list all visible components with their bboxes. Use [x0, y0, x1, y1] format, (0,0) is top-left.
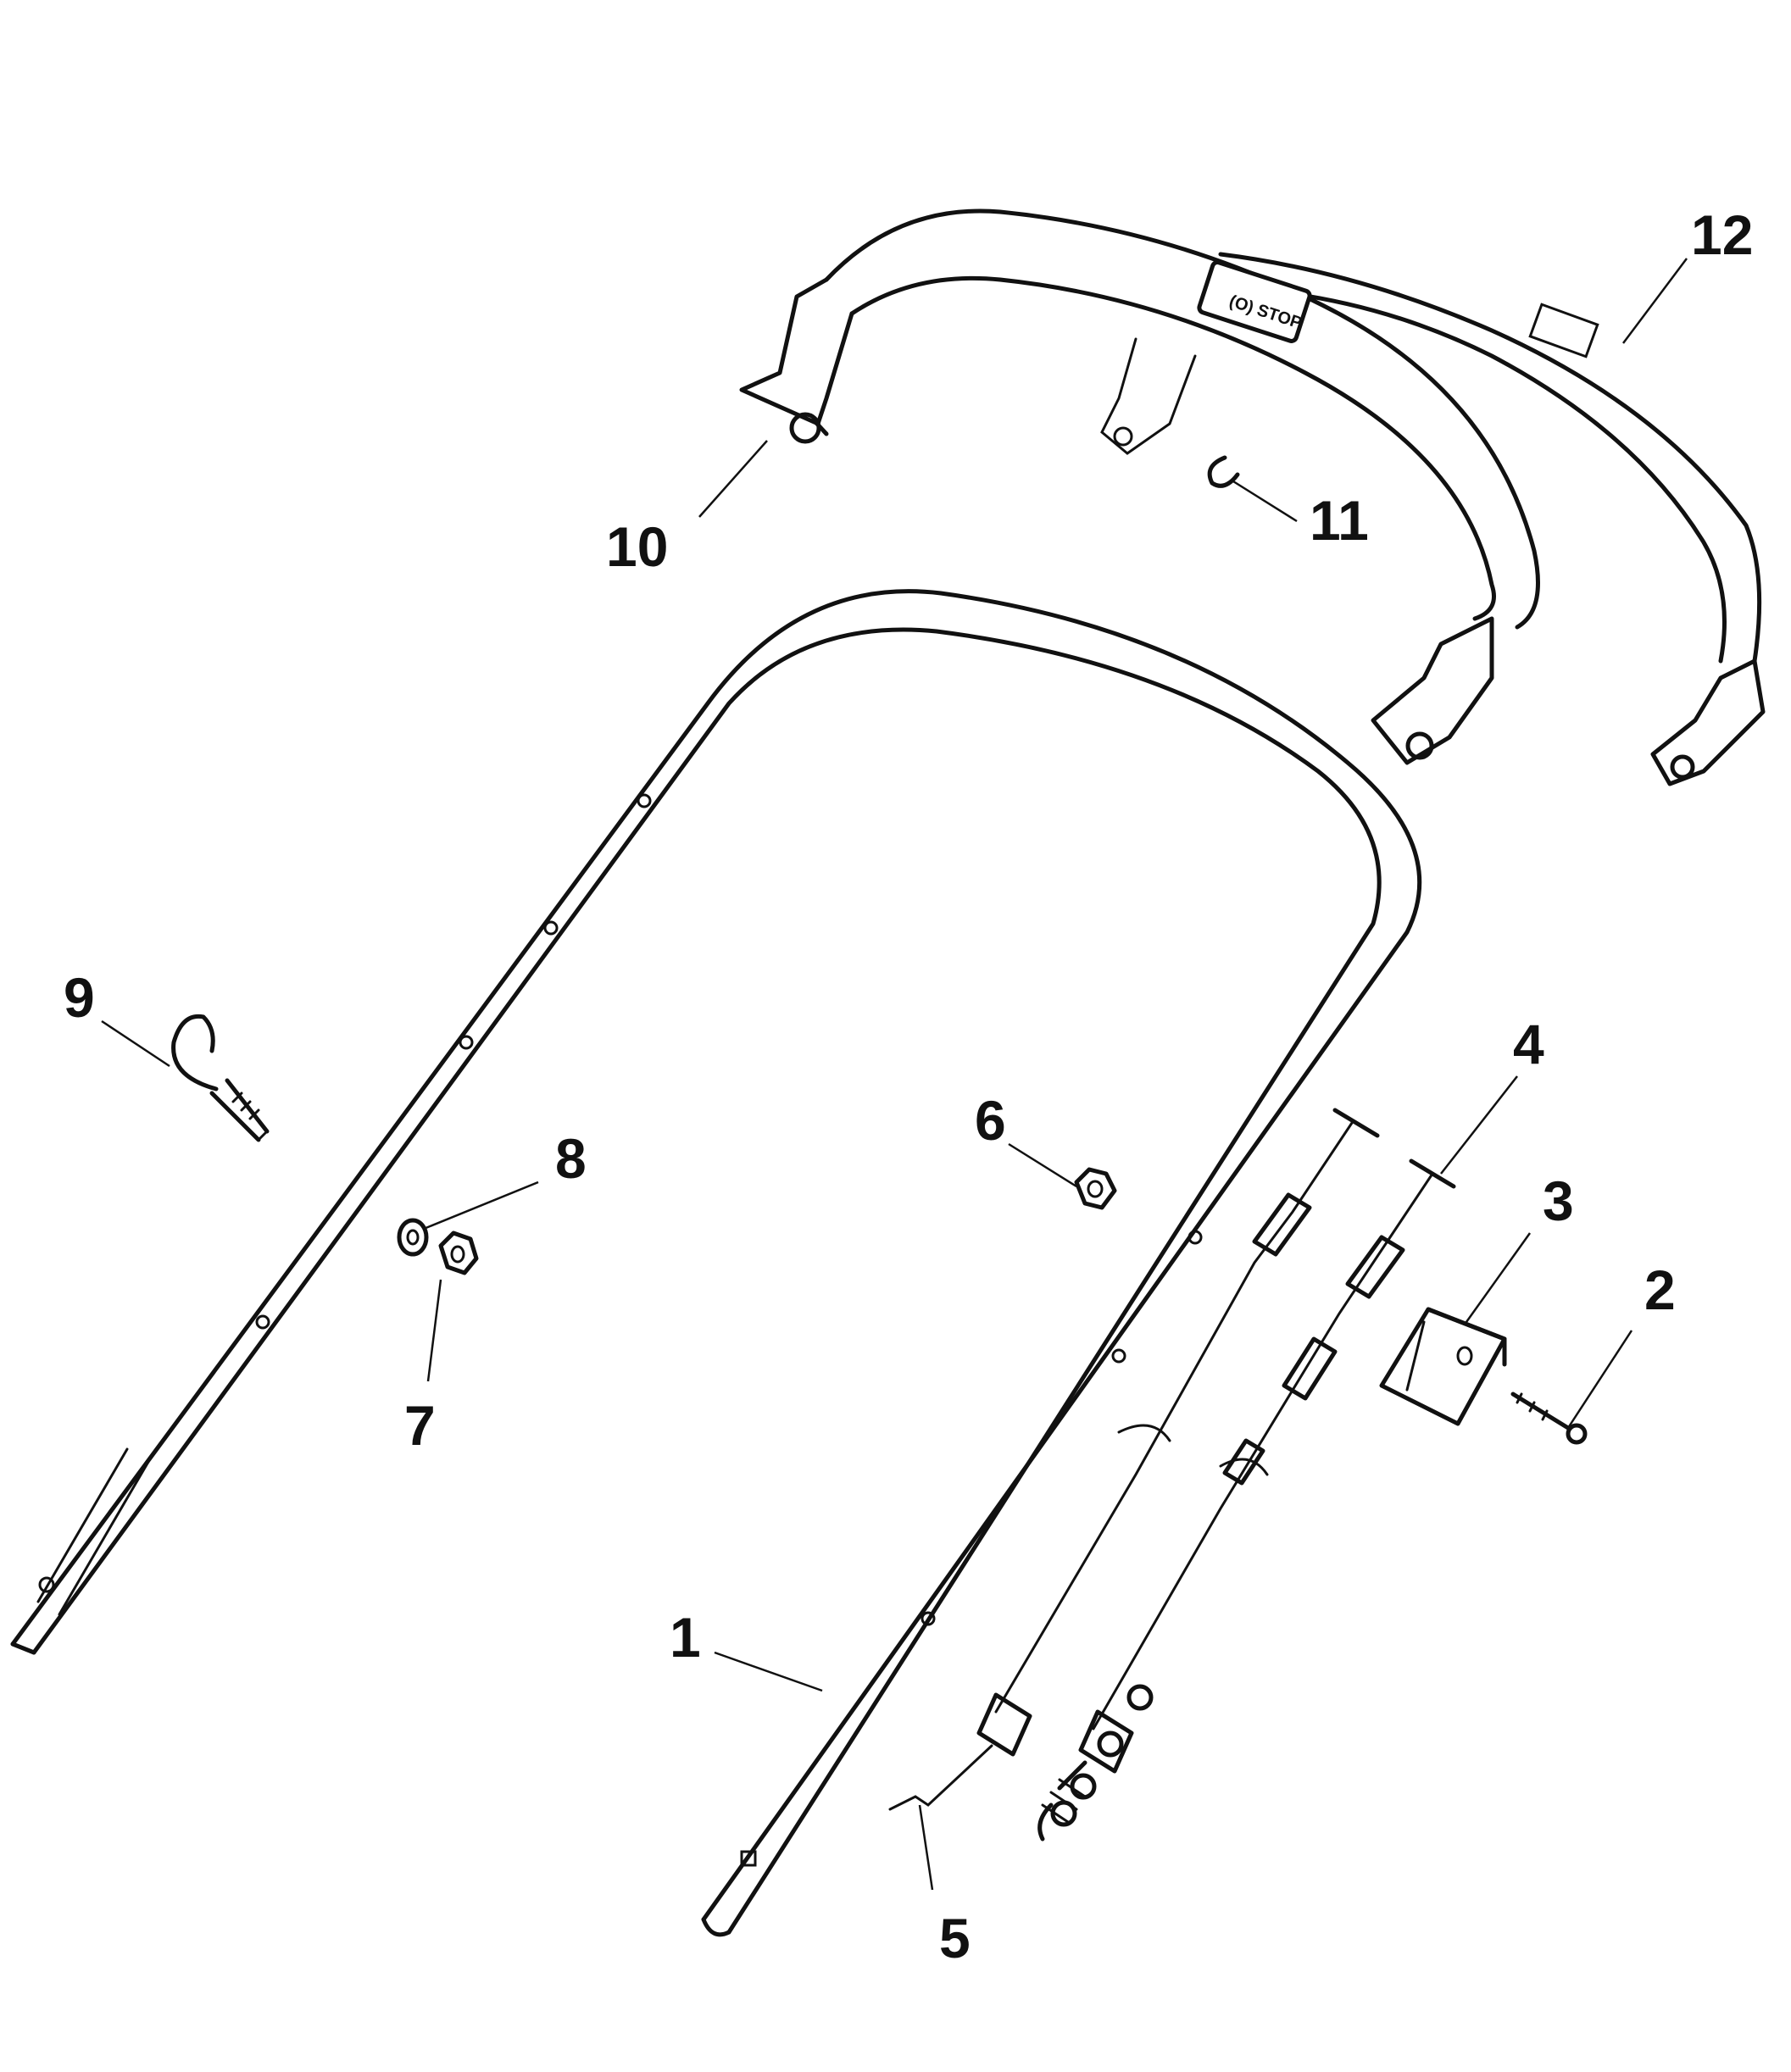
lower-handle — [10, 589, 1422, 1937]
callout-4: 4 — [1513, 1013, 1544, 1075]
callout-5: 5 — [939, 1907, 971, 1969]
callout-12: 12 — [1691, 203, 1753, 266]
callout-6: 6 — [975, 1089, 1006, 1152]
callout-7: 7 — [404, 1394, 436, 1457]
star-washers — [1050, 1684, 1154, 1827]
nut-6 — [1074, 1167, 1117, 1210]
callout-3: 3 — [1543, 1169, 1574, 1232]
circlip — [1207, 455, 1240, 488]
nut-7 — [438, 1230, 479, 1275]
upper-screw — [789, 412, 829, 444]
callout-10: 10 — [606, 515, 668, 578]
callout-1: 1 — [670, 1606, 701, 1669]
callout-numbers: 1 2 3 4 5 6 7 8 9 10 11 12 — [64, 203, 1753, 1969]
upper-handle-bar: (O) STOP — [739, 208, 1766, 786]
control-cables — [888, 1108, 1456, 1841]
callout-8: 8 — [555, 1127, 587, 1190]
callout-2: 2 — [1644, 1258, 1676, 1321]
hook-bolt — [171, 1014, 270, 1142]
screw-2 — [1510, 1392, 1588, 1445]
leader-lines — [101, 258, 1688, 1891]
callout-9: 9 — [64, 966, 95, 1029]
cable-clip-block — [1379, 1307, 1507, 1426]
washer — [397, 1218, 429, 1257]
callout-11: 11 — [1310, 489, 1369, 552]
